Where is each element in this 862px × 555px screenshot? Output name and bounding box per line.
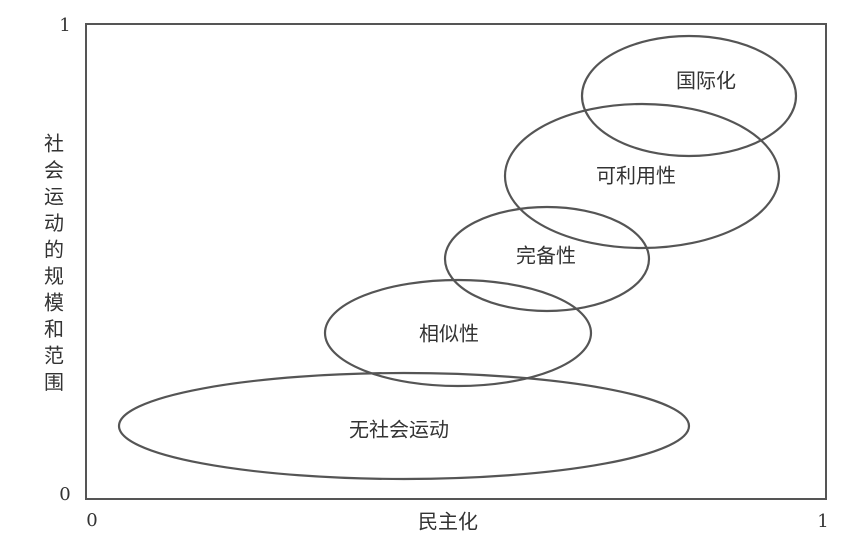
region-label-availability: 可利用性 [596, 164, 676, 188]
y-min-label: 0 [59, 484, 70, 505]
y-axis-title-char: 模 [44, 291, 64, 315]
region-ellipse-completeness [443, 205, 651, 313]
y-axis-title-char: 规 [44, 264, 64, 288]
y-axis-title-char: 围 [44, 370, 64, 394]
region-label-no-movement: 无社会运动 [349, 418, 449, 442]
y-axis-title-char: 社 [44, 132, 64, 156]
y-axis-title-char: 和 [44, 317, 64, 341]
x-axis-title: 民主化 [418, 510, 478, 534]
plot-frame [85, 23, 827, 500]
y-axis-title-char: 动 [44, 211, 64, 235]
region-label-completeness: 完备性 [516, 244, 576, 268]
region-ellipse-international [580, 34, 798, 158]
y-axis-title-char: 的 [44, 238, 64, 262]
region-ellipse-availability [503, 102, 781, 250]
y-axis-title-char: 运 [44, 185, 64, 209]
y-axis-title-char: 会 [44, 158, 64, 182]
region-ellipse-similarity [323, 278, 593, 388]
region-label-international: 国际化 [676, 69, 736, 93]
x-min-label: 0 [86, 510, 97, 531]
y-axis-title-char: 范 [44, 344, 64, 368]
x-max-label: 1 [817, 511, 828, 532]
y-max-label: 1 [59, 15, 70, 36]
region-ellipse-no-movement [117, 371, 691, 481]
region-label-similarity: 相似性 [419, 322, 479, 346]
